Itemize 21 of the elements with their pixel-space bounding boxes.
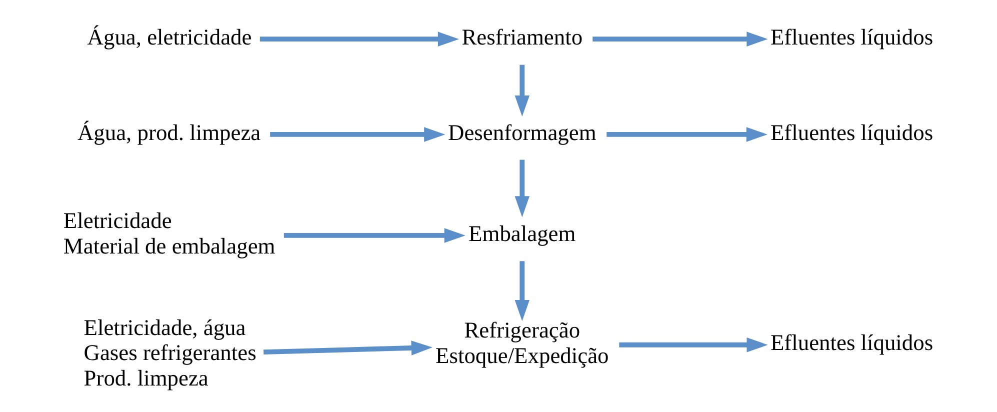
node-text: Efluentes líquidos [770, 120, 933, 145]
node-text: Refrigeração Estoque/Expedição [435, 318, 608, 368]
node-text: Efluentes líquidos [770, 24, 933, 50]
node-text: Eletricidade, água Gases refrigerantes Prod. limpeza [83, 314, 256, 390]
node-text: Resfriamento [461, 24, 582, 50]
arrow [263, 340, 432, 356]
arrow [592, 32, 768, 46]
arrow [270, 127, 445, 142]
node-text: Embalagem [468, 220, 576, 246]
node-text: Água, prod. limpeza [76, 120, 260, 145]
node-text: Desenformagem [448, 120, 596, 145]
arrow [514, 261, 530, 322]
arrow [514, 160, 530, 218]
node-text: Água, eletricidade [86, 24, 252, 50]
arrow [514, 64, 530, 117]
arrow [283, 228, 465, 243]
arrow [618, 338, 768, 352]
node-text: Eletricidade Material de embalagem [62, 208, 275, 258]
arrow [606, 127, 767, 142]
node-text: Efluentes líquidos [770, 330, 933, 356]
arrow [259, 32, 459, 46]
